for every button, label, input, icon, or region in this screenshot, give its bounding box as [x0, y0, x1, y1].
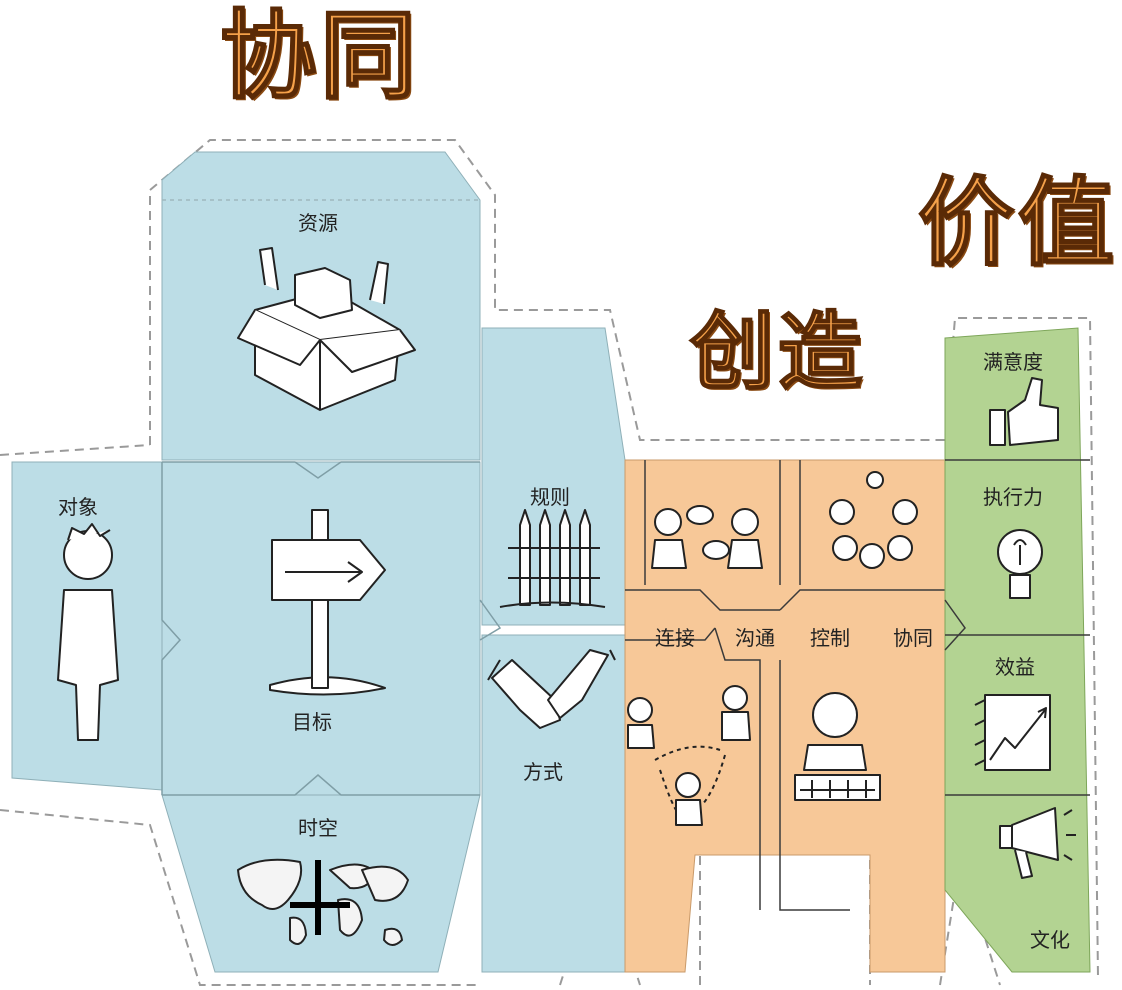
label-satisfaction: 满意度	[983, 350, 1043, 374]
label-benefit: 效益	[995, 655, 1035, 679]
label-resources: 资源	[298, 211, 338, 235]
orange-panel	[624, 459, 946, 973]
title-creation: 创造	[689, 302, 867, 401]
label-collaborate: 协同	[893, 626, 933, 650]
people-group-icon	[829, 471, 918, 569]
light-bulb-icon	[997, 529, 1043, 599]
label-communicate: 沟通	[735, 626, 775, 650]
people-talking-icon	[651, 505, 763, 569]
label-rules: 规则	[530, 485, 570, 509]
signpost-icon	[269, 509, 386, 696]
growth-chart-icon	[974, 694, 1051, 771]
label-spacetime: 时空	[298, 816, 338, 840]
rules-block	[481, 327, 626, 626]
title-collaboration: 协同	[219, 0, 420, 112]
handshake-icon	[487, 649, 616, 729]
label-control: 控制	[810, 626, 850, 650]
label-goal: 目标	[292, 710, 332, 734]
label-culture: 文化	[1030, 928, 1070, 952]
world-map-icon	[237, 858, 409, 946]
blue-fold-lines	[161, 461, 502, 796]
label-connect: 连接	[655, 626, 695, 650]
label-method: 方式	[523, 760, 563, 784]
box-icon	[237, 247, 416, 411]
title-value: 价值	[917, 166, 1118, 279]
blue-panel	[11, 151, 626, 973]
label-execution: 执行力	[983, 485, 1043, 509]
people-network-icon	[627, 685, 751, 826]
person-icon	[57, 523, 119, 741]
megaphone-icon	[999, 807, 1076, 879]
label-object: 对象	[58, 495, 98, 519]
fence-icon	[499, 509, 606, 608]
control-desk-icon	[794, 692, 881, 801]
thumbs-up-icon	[989, 377, 1059, 446]
